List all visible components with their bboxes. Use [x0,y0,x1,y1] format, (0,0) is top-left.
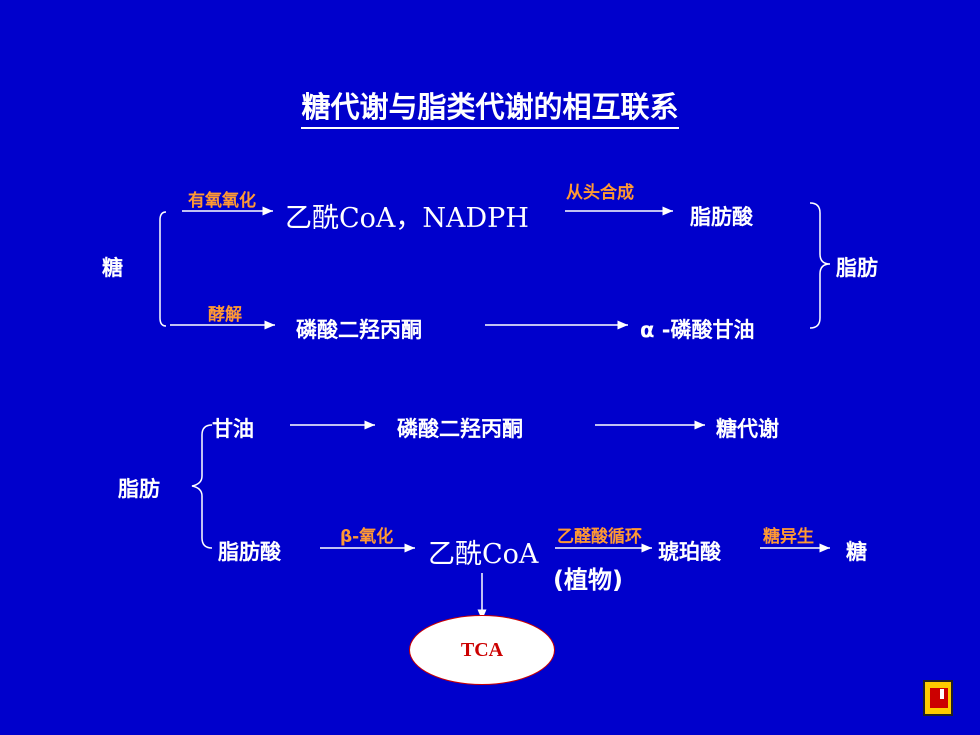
sugar-metab: 糖代谢 [716,417,779,441]
glycerol: 甘油 [212,417,254,441]
right-brace [809,202,831,329]
tca-node: TCA [409,615,555,685]
denovo-label: 从头合成 [566,183,634,203]
acetyl-coa-bottom: 乙酰CoA [428,539,539,570]
sugar-label-top: 糖 [102,256,123,280]
glyoxylate-label: 乙醛酸循环 [557,527,642,547]
fatty-acid-top: 脂肪酸 [690,205,753,229]
aerobic-label: 有氧氧化 [188,191,256,211]
left-brace-top [159,211,167,327]
left-brace-bottom [191,424,213,549]
page-title: 糖代谢与脂类代谢的相互联系 [0,84,980,129]
succinate: 琥珀酸 [658,540,721,564]
next-slide-button[interactable] [923,680,953,716]
acetyl-nadph: 乙酰CoA，NADPH [285,203,529,234]
plant-label: (植物) [553,566,623,594]
fat-bottom: 脂肪 [118,477,160,501]
sugar-bottom: 糖 [846,540,867,564]
tca-label: TCA [460,638,504,661]
fat-top: 脂肪 [836,256,878,280]
glycolysis-label: 酵解 [208,305,242,325]
gluconeo-label: 糖异生 [763,527,814,547]
beta-ox-label: β-氧化 [340,527,394,547]
dhap-top: 磷酸二羟丙酮 [296,318,422,342]
hand-pointer-icon [930,688,948,708]
glycerol-p: α -磷酸甘油 [640,318,755,342]
fatty-acid-bottom: 脂肪酸 [218,540,281,564]
dhap-bottom: 磷酸二羟丙酮 [397,417,523,441]
